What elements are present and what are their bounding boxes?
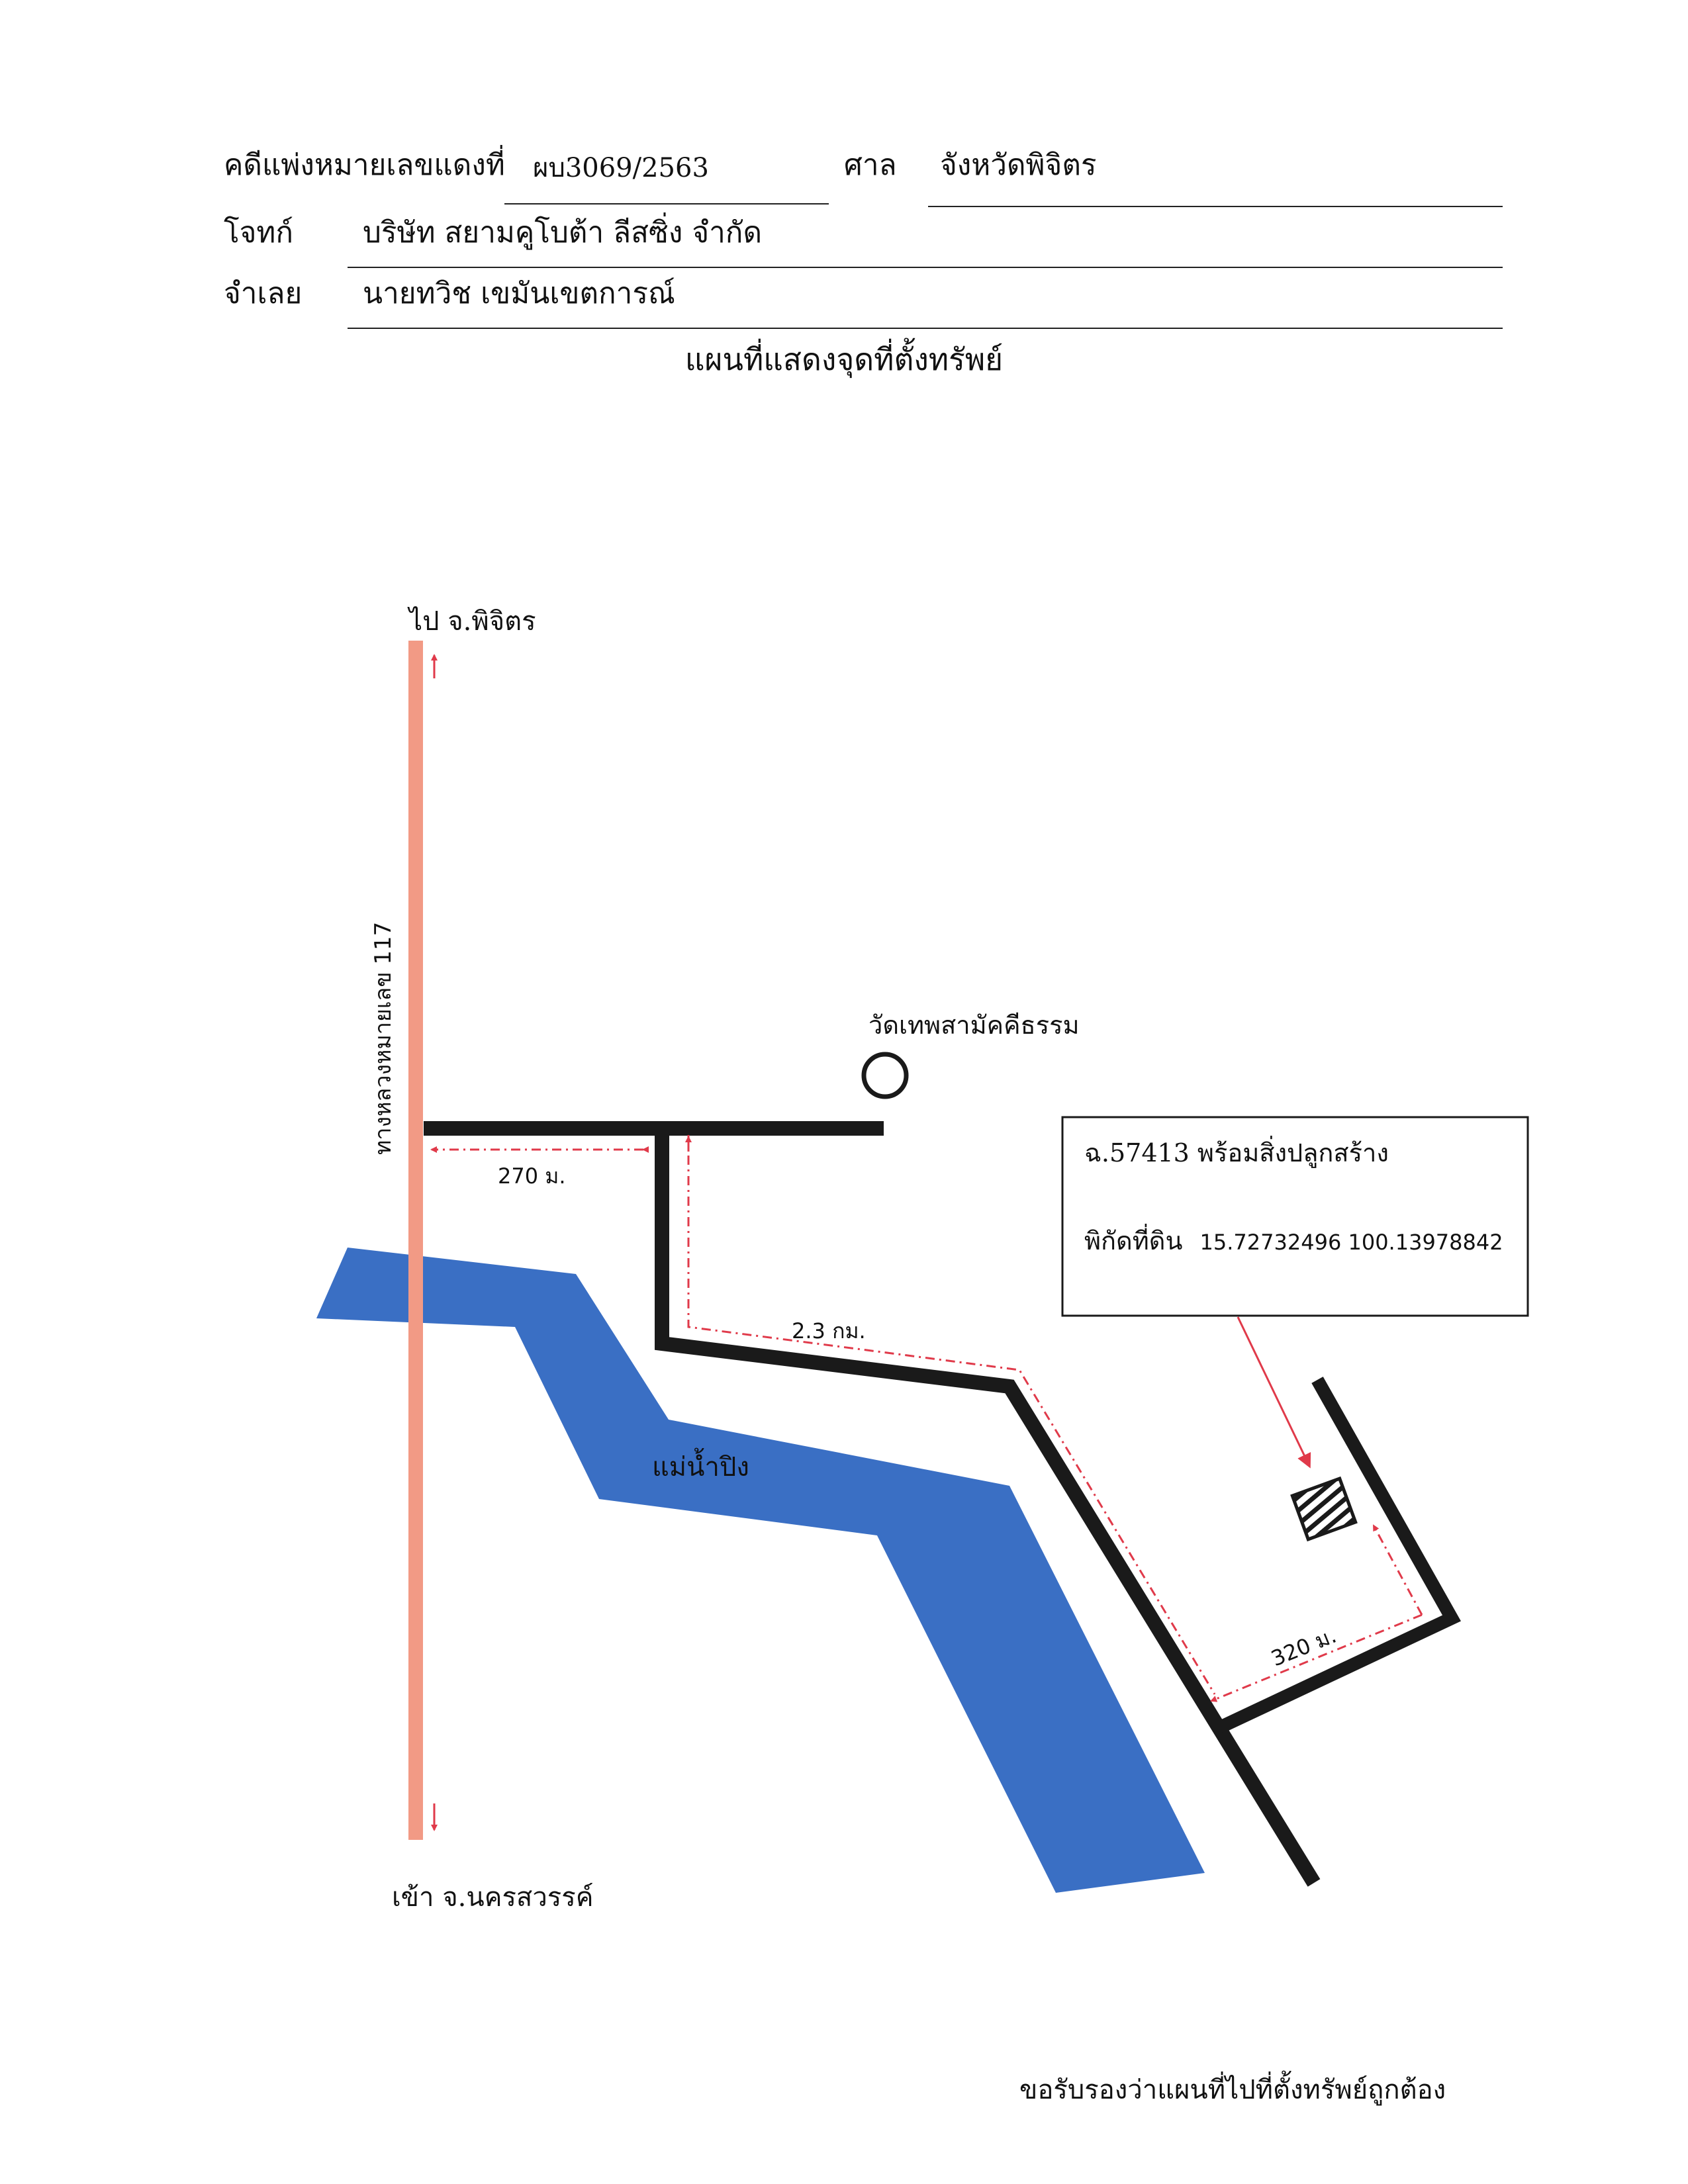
court-value: จังหวัดพิจิตร [940,148,1097,182]
temple-marker [861,1052,909,1099]
property-parcel [1290,1476,1358,1542]
case-number-underline [504,203,829,205]
case-number-value: ผบ3069/2563 [533,153,709,183]
route-to-property [1372,1524,1423,1615]
river-label: แม่น้ำปิง [652,1447,749,1482]
temple-label: วัดเทพสามัคคีธรรม [868,1011,1080,1040]
coords-label: พิกัดที่ดิน 15.72732496 100.13978842 [1084,1224,1503,1255]
coords-label-text: พิกัดที่ดิน [1084,1224,1182,1255]
distance-270m: 270 ม. [498,1163,566,1189]
distance-2-3km: 2.3 กม. [792,1318,866,1343]
coords-value: 15.72732496 100.13978842 [1200,1230,1503,1255]
map-title: แผนที่แสดงจุดที่ตั้งทรัพย์ [684,341,1004,377]
certification-text: ขอรับรองว่าแผนที่ไปที่ตั้งทรัพย์ถูกต้อง [1019,2075,1446,2105]
river-ping [316,1248,1205,1893]
to-nakhon-sawan-label: เข้า จ.นครสวรรค์ [392,1882,594,1913]
defendant-value: นายทวิช เขมันเขตการณ์ [363,277,675,310]
court-underline [928,206,1503,207]
callout-pointer [1237,1316,1311,1469]
case-number-label: คดีแพ่งหมายเลขแดงที่ [224,148,505,182]
defendant-label: จำเลย [224,277,303,310]
defendant-underline [348,328,1503,329]
plaintiff-underline [348,267,1503,268]
plaintiff-value: บริษัท สยามคูโบต้า ลีสซิ่ง จำกัด [363,216,763,250]
property-side-road [1217,1377,1461,1734]
highway-label: ทางหลวงหมายเลข 117 [370,922,397,1155]
property-deed-label: ฉ.57413 พร้อมสิ่งปลูกสร้าง [1084,1136,1389,1168]
property-callout-box [1061,1116,1529,1317]
court-label: ศาล [844,148,897,182]
plaintiff-label: โจทก์ [224,216,294,250]
route-320m [1210,1614,1423,1702]
to-phichit-label: ไป จ.พิจิตร [407,606,536,637]
highway-117 [408,641,423,1840]
route-2-3km [687,1135,1216,1695]
local-road-main [655,1128,1321,1887]
